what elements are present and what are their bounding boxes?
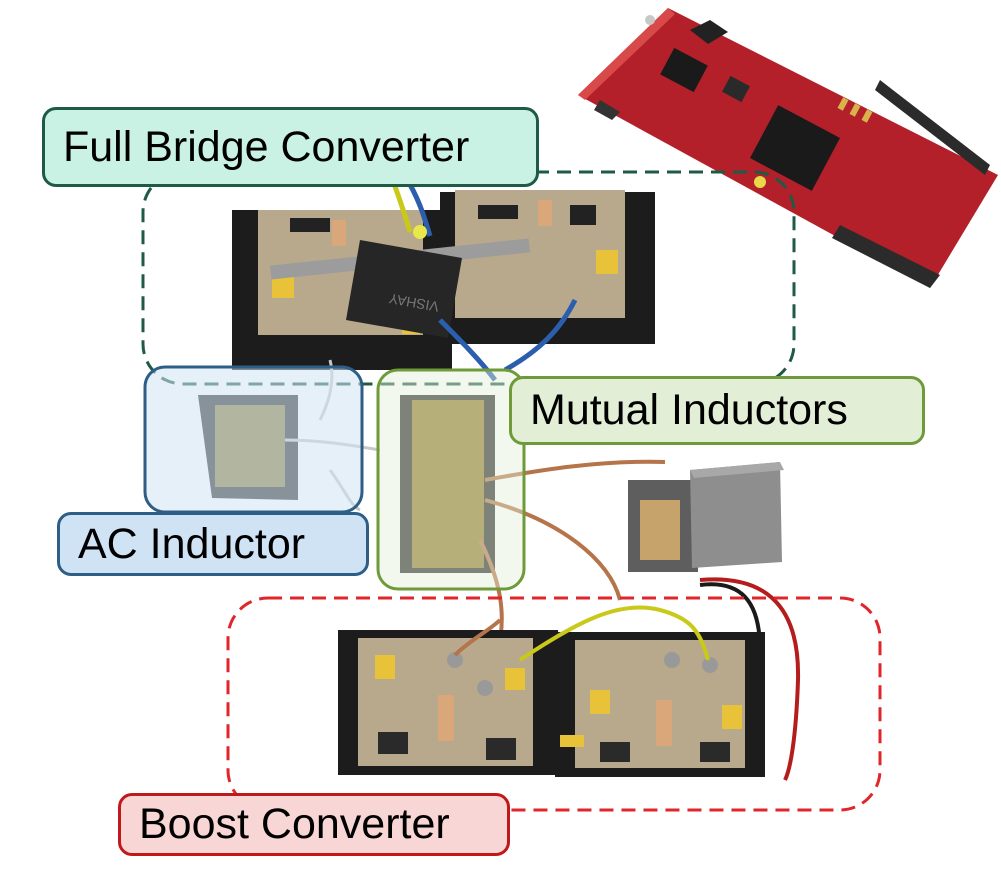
boost-converter-label: Boost Converter [118, 793, 510, 856]
mutual-inductors-highlight [376, 368, 526, 591]
ac-inductor-highlight [143, 365, 364, 514]
microcontroller-board [578, 8, 998, 288]
boost-group-outline [226, 596, 882, 812]
full-bridge-converter-label: Full Bridge Converter [42, 107, 539, 187]
boost-module [338, 605, 765, 777]
ac-inductor-label: AC Inductor [57, 512, 369, 576]
mutual-inductor-core [318, 359, 666, 641]
full-bridge-group-outline [141, 170, 796, 386]
mutual-inductors-label: Mutual Inductors [509, 376, 925, 445]
transformer [628, 462, 801, 781]
full-bridge-module: VISHAY [232, 174, 655, 382]
